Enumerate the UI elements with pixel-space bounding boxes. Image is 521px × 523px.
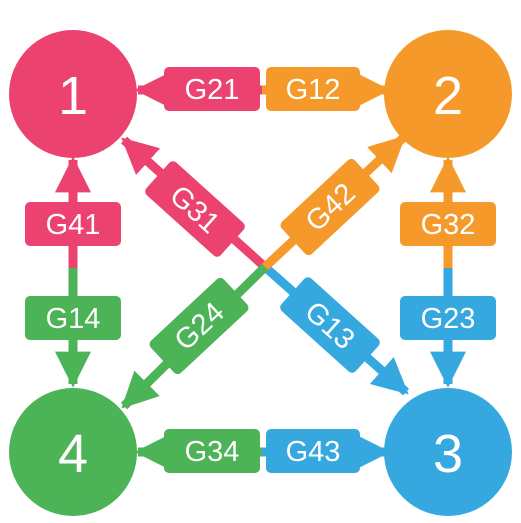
node-1: 1 (9, 30, 137, 158)
edge-g21: G21 (164, 67, 260, 111)
node-2: 2 (384, 30, 512, 158)
edge-g41-label: G41 (46, 209, 101, 241)
edge-g12: G12 (266, 67, 360, 111)
node-1-label: 1 (58, 66, 88, 126)
edge-g43: G43 (266, 429, 360, 473)
edge-g14: G14 (25, 296, 121, 340)
edge-g32-label: G32 (421, 209, 476, 241)
node-4-label: 4 (58, 424, 88, 484)
edge-g43-label: G43 (286, 436, 341, 468)
node-3: 3 (384, 388, 512, 516)
edge-g34-label: G34 (185, 436, 240, 468)
node-3-label: 3 (433, 424, 463, 484)
edge-g12-label: G12 (286, 74, 341, 106)
edge-g21-label: G21 (185, 74, 240, 106)
edge-g34: G34 (164, 429, 260, 473)
node-4: 4 (9, 388, 137, 516)
edge-g32: G32 (400, 202, 496, 246)
edge-g14-label: G14 (46, 303, 101, 335)
edge-g41: G41 (25, 202, 121, 246)
node-2-label: 2 (433, 66, 463, 126)
edge-g23: G23 (400, 296, 496, 340)
edge-g23-label: G23 (421, 303, 476, 335)
